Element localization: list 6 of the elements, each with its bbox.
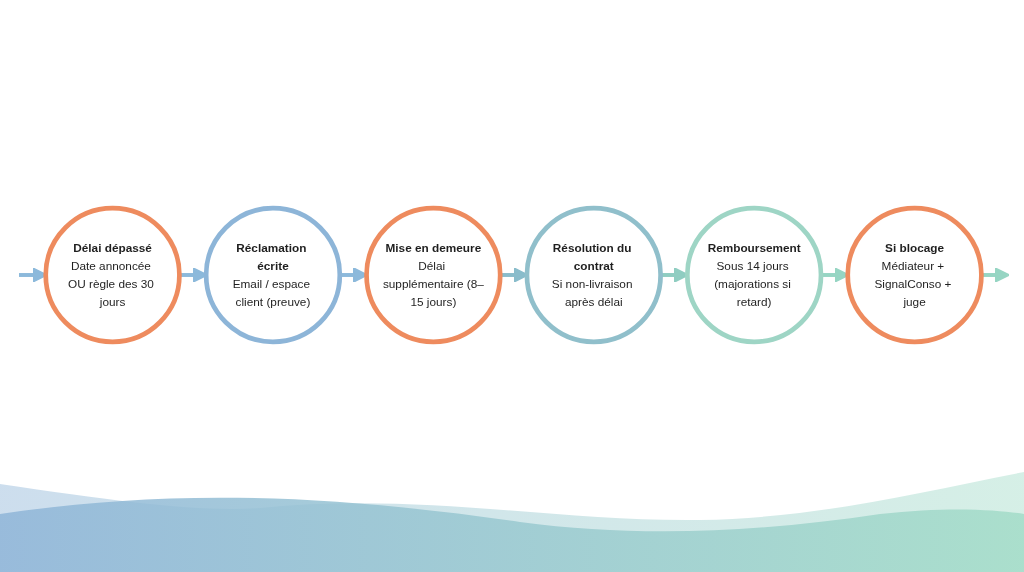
node-circle: Résolution du contrat Si non-livraison après délai <box>524 205 663 345</box>
node-circle: Mise en demeure Délai supplémentaire (8–15 jours) <box>364 205 503 345</box>
node-circle: Si blocage Médiateur + SignalConso + juge <box>845 205 984 345</box>
node-circle: Remboursement Sous 14 jours (majorations si retard) <box>685 205 824 345</box>
node-circle: Réclamation écrite Email / espace client (preuve) <box>203 205 343 345</box>
node-circle: Délai dépassé Date annoncée OU règle des 30 jours <box>43 205 182 345</box>
